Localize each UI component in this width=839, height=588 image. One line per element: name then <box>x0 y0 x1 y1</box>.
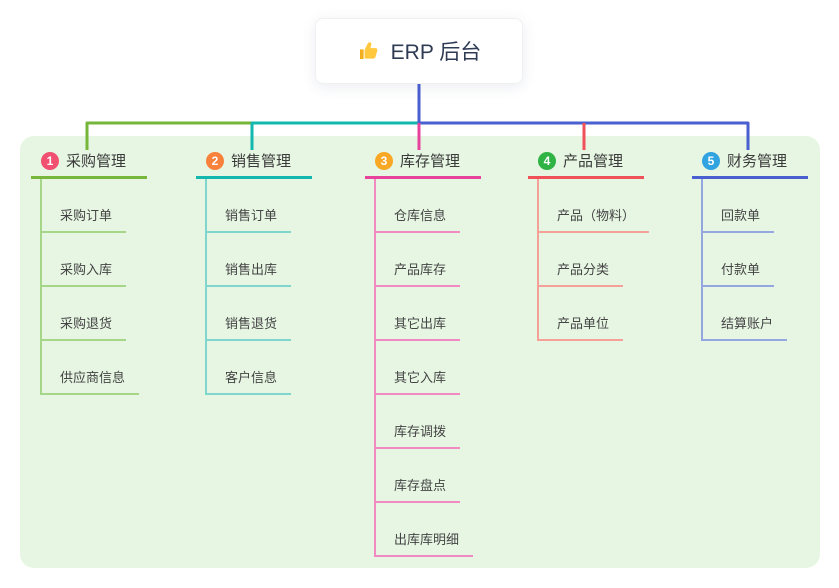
root-label: ERP 后台 <box>391 36 482 66</box>
child-node[interactable]: 客户信息 <box>207 341 291 395</box>
branch-header[interactable]: 3 库存管理 <box>365 148 481 179</box>
branch-5: 5 财务管理 回款单付款单结算账户 <box>692 148 808 341</box>
branch-label: 销售管理 <box>231 150 291 171</box>
child-node[interactable]: 其它入库 <box>376 341 460 395</box>
branch-index-badge: 1 <box>41 152 59 170</box>
branch-children: 仓库信息产品库存其它出库其它入库库存调拨库存盘点出库库明细 <box>374 179 481 557</box>
child-node[interactable]: 付款单 <box>703 233 774 287</box>
root-node[interactable]: ERP 后台 <box>315 18 523 84</box>
child-node[interactable]: 回款单 <box>703 179 774 233</box>
child-node[interactable]: 销售出库 <box>207 233 291 287</box>
child-node[interactable]: 采购退货 <box>42 287 126 341</box>
branch-2: 2 销售管理 销售订单销售出库销售退货客户信息 <box>196 148 312 395</box>
child-node[interactable]: 产品单位 <box>539 287 623 341</box>
child-node[interactable]: 采购入库 <box>42 233 126 287</box>
child-node[interactable]: 产品分类 <box>539 233 623 287</box>
child-node[interactable]: 库存调拨 <box>376 395 460 449</box>
branch-label: 财务管理 <box>727 150 787 171</box>
branch-header[interactable]: 1 采购管理 <box>31 148 147 179</box>
branch-1: 1 采购管理 采购订单采购入库采购退货供应商信息 <box>31 148 147 395</box>
child-node[interactable]: 出库库明细 <box>376 503 473 557</box>
branch-index-badge: 4 <box>538 152 556 170</box>
branch-label: 产品管理 <box>563 150 623 171</box>
branch-index-badge: 2 <box>206 152 224 170</box>
branch-index-badge: 3 <box>375 152 393 170</box>
child-node[interactable]: 销售订单 <box>207 179 291 233</box>
branch-index-badge: 5 <box>702 152 720 170</box>
branch-4: 4 产品管理 产品（物料）产品分类产品单位 <box>528 148 649 341</box>
child-node[interactable]: 库存盘点 <box>376 449 460 503</box>
thumbs-up-icon <box>357 39 381 63</box>
branch-children: 销售订单销售出库销售退货客户信息 <box>205 179 312 395</box>
child-node[interactable]: 其它出库 <box>376 287 460 341</box>
child-node[interactable]: 销售退货 <box>207 287 291 341</box>
branch-header[interactable]: 4 产品管理 <box>528 148 644 179</box>
branch-children: 回款单付款单结算账户 <box>701 179 808 341</box>
child-node[interactable]: 产品（物料） <box>539 179 649 233</box>
branch-header[interactable]: 2 销售管理 <box>196 148 312 179</box>
branch-children: 采购订单采购入库采购退货供应商信息 <box>40 179 147 395</box>
child-node[interactable]: 仓库信息 <box>376 179 460 233</box>
child-node[interactable]: 供应商信息 <box>42 341 139 395</box>
branch-label: 采购管理 <box>66 150 126 171</box>
child-node[interactable]: 采购订单 <box>42 179 126 233</box>
branch-header[interactable]: 5 财务管理 <box>692 148 808 179</box>
branch-label: 库存管理 <box>400 150 460 171</box>
branch-children: 产品（物料）产品分类产品单位 <box>537 179 649 341</box>
child-node[interactable]: 结算账户 <box>703 287 787 341</box>
branch-3: 3 库存管理 仓库信息产品库存其它出库其它入库库存调拨库存盘点出库库明细 <box>365 148 481 557</box>
child-node[interactable]: 产品库存 <box>376 233 460 287</box>
